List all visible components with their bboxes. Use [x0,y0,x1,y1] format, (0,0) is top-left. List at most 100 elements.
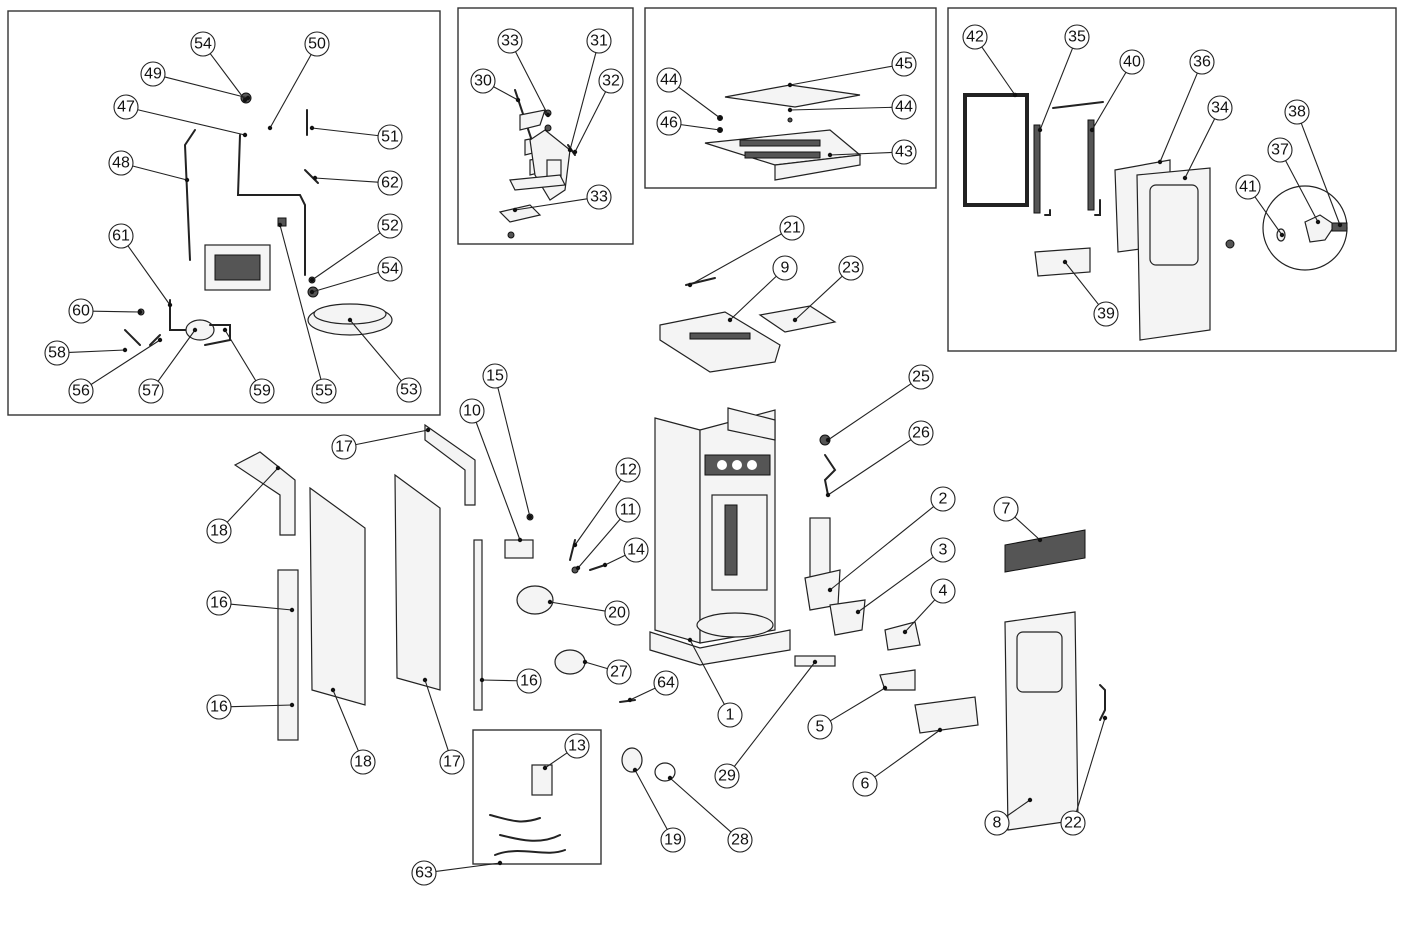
callout-circle [586,28,612,54]
callout-49: 49 [140,61,251,101]
callout-leader-dot [632,767,638,773]
callout-circle [891,139,917,165]
callout-number: 51 [381,129,399,146]
callout-62: 62 [312,170,403,196]
callout-leader-dot [312,175,318,181]
callout-leader-dot [497,860,503,866]
callout-40: 40 [1089,49,1145,133]
callout-circle [331,434,357,460]
callout-circle [1119,49,1145,75]
main-stove-body [649,407,791,666]
callout-leader-line [435,862,501,872]
callout-leader-line [493,86,519,101]
callout-circle [1284,99,1310,125]
callout-leader-line [569,52,597,151]
callout-number: 20 [608,605,626,622]
callout-circle [653,670,679,696]
callout-leader-dot [542,765,548,771]
callout-leader-line [574,91,607,153]
callout-number: 43 [895,144,913,161]
callout-circle [930,537,956,563]
callout-6: 6 [852,727,943,797]
callout-50: 50 [267,31,330,131]
callout-42: 42 [962,24,1018,98]
callout-number: 29 [718,768,736,785]
callout-leader-line [634,769,668,830]
callout-59: 59 [222,327,275,404]
callout-circle [1267,137,1293,163]
callout-number: 17 [335,439,353,456]
callout-leader-dot [717,127,723,133]
callout-leader-line [1039,47,1074,131]
callout-circle [615,457,641,483]
callout-number: 13 [568,738,586,755]
callout-circle [656,110,682,136]
callout-number: 25 [912,369,930,386]
callout-leader-dot [527,514,533,520]
callout-number: 11 [620,502,637,519]
callout-leader-dot [827,152,833,158]
callout-number: 44 [895,99,913,116]
callout-leader-dot [242,132,248,138]
callout-17: 17 [422,677,465,775]
callout-number: 23 [842,260,860,277]
callout-leader-line [332,689,359,752]
callout-leader-line [127,245,171,306]
callout-leader-dot [582,659,588,665]
callout-leader-line [857,556,934,613]
callout-leader-dot [545,112,551,118]
callout-leader-line [230,603,293,611]
callout-37: 37 [1267,137,1321,225]
callout-leader-dot [792,317,798,323]
callout-circle [439,749,465,775]
callout-circle [891,51,917,77]
callout-circle [108,223,134,249]
auger-assembly-parts [498,89,576,239]
callout-leader-dot [575,565,581,571]
callout-number: 56 [72,383,90,400]
callout-number: 61 [112,228,130,245]
callout-leader-dot [275,465,281,471]
callout-number: 30 [474,73,492,90]
callout-2: 2 [827,486,956,593]
callout-15: 15 [482,363,533,520]
callout-leader-line [226,467,279,523]
callout-leader-line [269,54,312,129]
callout-circle [377,124,403,150]
callout-circle [350,749,376,775]
callout-number: 35 [1068,29,1086,46]
callout-number: 64 [657,675,675,692]
callout-leader-dot [572,542,578,548]
callout-leader-dot [277,222,283,228]
callout-14: 14 [602,537,649,568]
callout-leader-dot [347,317,353,323]
callout-circle [717,702,743,728]
callout-12: 12 [572,457,641,548]
callout-11: 11 [575,497,641,571]
callout-leader-line [574,479,622,546]
callout-number: 39 [1097,306,1115,323]
callout-53: 53 [347,317,422,403]
callout-leader-dot [1337,222,1343,228]
inset-frame-door-assembly [947,7,1397,352]
callout-circle [190,31,216,57]
callout-leader-line [1064,261,1100,305]
callout-47: 47 [113,94,248,138]
callout-10: 10 [459,398,523,543]
callout-leader-dot [122,347,128,353]
callout-38: 38 [1284,99,1343,228]
callout-number: 53 [400,382,418,399]
callout-leader-dot [667,775,673,781]
callout-leader-line [584,661,608,670]
callout-leader-dot [787,107,793,113]
callout-leader-line [311,232,381,281]
callout-leader-line [1091,72,1127,131]
callout-leader-line [829,151,893,156]
callout-circle [807,714,833,740]
callout-number: 8 [993,815,1002,832]
callout-number: 52 [381,218,399,235]
callout-3: 3 [855,537,956,615]
callout-16: 16 [206,590,295,616]
callout-60: 60 [68,298,143,324]
